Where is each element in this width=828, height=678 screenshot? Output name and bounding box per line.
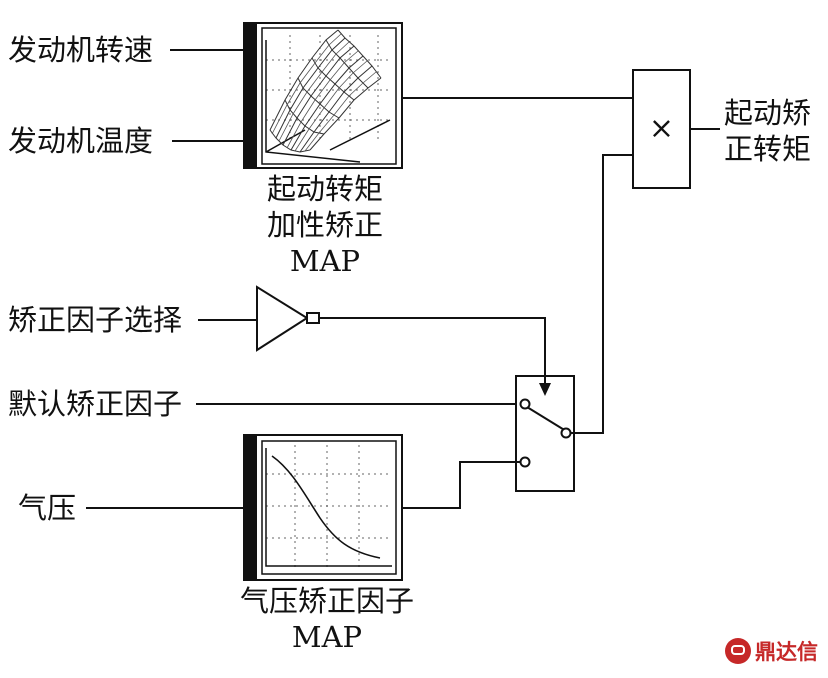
label-default: 默认矫正因子 [8,387,183,421]
contact-map2 [519,456,531,468]
map1-caption-1: 起动转矩 [266,172,383,206]
label-engine-temp: 发动机温度 [8,124,154,158]
not-bubble [306,312,320,324]
switch-lever [526,406,567,432]
multiplier-block [632,69,691,189]
watermark-logo-icon [725,638,751,664]
contact-output [560,427,572,439]
map1-bar [244,23,257,168]
wire-map2-out [402,461,520,509]
watermark-text: 鼎达信 [755,640,818,664]
not-gate [256,285,309,352]
wire-select-out [319,317,546,385]
map1-caption-3: MAP [289,244,361,278]
map1-caption-2: 加性矫正 [266,208,383,242]
output-label-2: 正转矩 [724,132,812,166]
wire-switch-out [568,154,633,434]
map1-surface [261,27,397,165]
label-pressure: 气压 [18,491,77,525]
map2-bar [244,435,257,580]
watermark: 鼎达信 [725,636,818,666]
label-engine-speed: 发动机转速 [8,33,154,67]
map2-caption-2: MAP [291,620,363,654]
contact-default [519,398,531,410]
select-arrow [539,383,551,396]
label-select: 矫正因子选择 [8,303,183,337]
output-label-1: 起动矫 [724,96,812,130]
map2-caption-1: 气压矫正因子 [239,584,414,618]
multiply-symbol: × [648,111,675,146]
map2-curve [261,440,397,575]
